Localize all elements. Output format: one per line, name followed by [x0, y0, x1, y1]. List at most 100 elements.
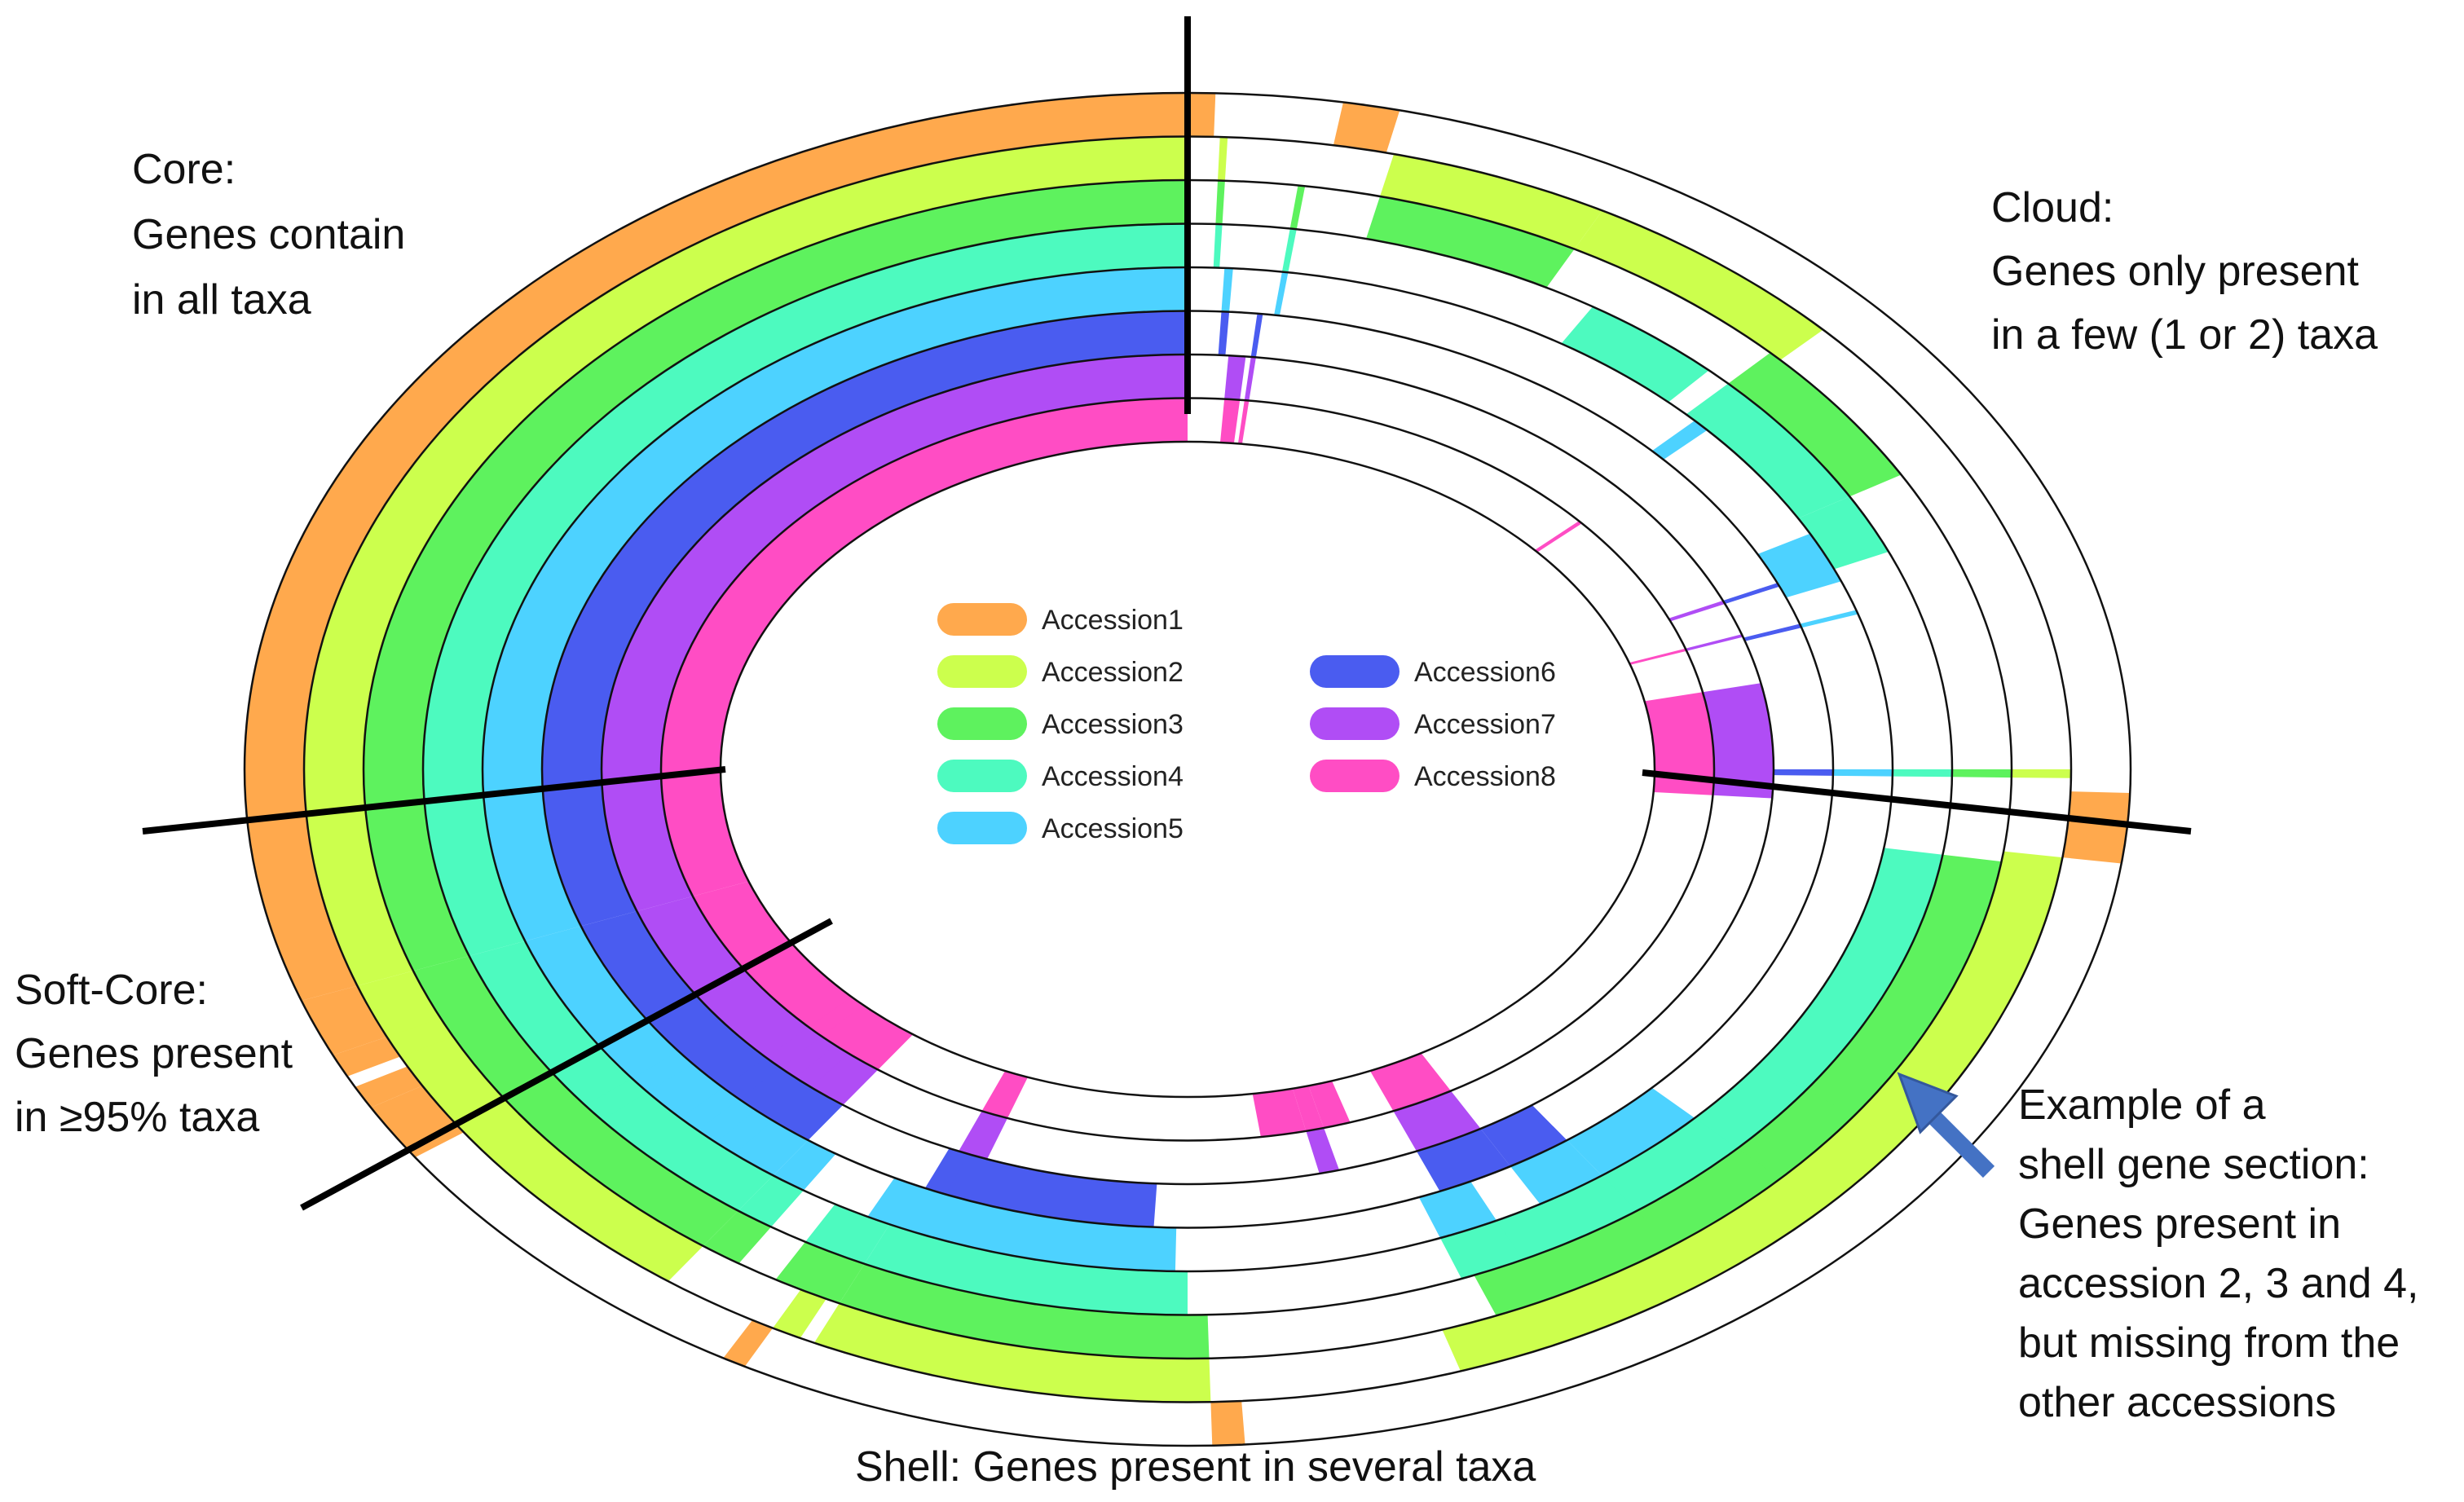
- ring-segment-accession2: [304, 769, 413, 986]
- ring-segment-accession1: [333, 1037, 401, 1077]
- ring-segment-accession4: [1798, 496, 1889, 570]
- shell-example-label-line: Example of a: [2018, 1081, 2266, 1129]
- ring-segment-accession3: [1637, 1148, 1781, 1246]
- ring-segment-accession4: [864, 1224, 1188, 1315]
- ring-segment-accession4: [1561, 306, 1709, 403]
- ring-segment-accession5: [773, 1140, 836, 1191]
- ring-segment-accession2: [1760, 314, 1823, 360]
- section-dividers: [142, 16, 2192, 1211]
- cloud-annotation: Cloud: Genes only present in a few (1 or…: [1991, 184, 2378, 359]
- ring-segment-accession3: [364, 180, 1188, 769]
- ring-segment-accession3: [1366, 196, 1575, 288]
- ring-segment-accession2: [1780, 1116, 1902, 1209]
- ring-segment-accession2: [813, 1303, 1211, 1403]
- ring-segment-accession6: [1250, 313, 1263, 358]
- ring-segment-accession8: [661, 398, 1188, 769]
- ring-segment-accession8: [661, 769, 749, 896]
- ring-segment-accession7: [1668, 601, 1726, 622]
- ring-segment-accession6: [1773, 769, 1833, 776]
- ring-segment-accession7: [1306, 1128, 1340, 1174]
- ring-segment-accession1: [371, 1086, 464, 1158]
- ring-segment-accession4: [1892, 769, 1952, 777]
- core-label-line: Core:: [132, 146, 236, 193]
- legend-label-accession4: Accession4: [1042, 761, 1184, 792]
- cloud-label-line: in a few (1 or 2) taxa: [1991, 311, 2378, 359]
- legend-label-accession6: Accession6: [1414, 657, 1556, 688]
- ring-segment-accession5: [716, 1110, 773, 1154]
- ring-segment-accession6: [1218, 311, 1230, 356]
- ring-segment-accession3: [1728, 352, 1902, 497]
- ring-segment-accession3: [1289, 185, 1306, 230]
- legend-swatch-accession6: [1310, 655, 1399, 688]
- ring-segment-accession4: [805, 1204, 890, 1264]
- ring-segment-accession5: [1510, 1140, 1602, 1205]
- ring-segment-accession4: [1440, 1220, 1523, 1279]
- legend-label-accession5: Accession5: [1042, 813, 1184, 844]
- cloud-label-line: Cloud:: [1991, 184, 2114, 231]
- ring-segment-accession7: [795, 1045, 849, 1087]
- ring-segment-accession6: [756, 1077, 811, 1121]
- ring-segment-accession4: [1686, 383, 1850, 518]
- ring-segment-accession1: [723, 1319, 774, 1367]
- ring-segment-accession7: [602, 355, 1188, 769]
- softcore-label-line: Soft-Core:: [15, 967, 208, 1014]
- legend-swatch-accession4: [937, 760, 1027, 792]
- ring-segment-accession6: [723, 1057, 781, 1099]
- ring-segment-accession6: [580, 911, 844, 1141]
- ring-segment-accession6: [1722, 583, 1780, 604]
- ring-segment-accession6: [542, 769, 637, 927]
- shell-cloud-divider: [1642, 769, 2192, 835]
- ring-segment-accession2: [2011, 769, 2071, 778]
- ring-segment-accession7: [637, 896, 879, 1105]
- ring-segment-accession7: [1224, 355, 1246, 400]
- ring-segment-accession1: [2062, 791, 2131, 864]
- shell-example-label-line: shell gene section:: [2018, 1141, 2369, 1188]
- ring-segment-accession5: [1418, 1181, 1497, 1239]
- ring-segment-accession5: [1832, 769, 1893, 777]
- ring-segment-accession8: [1644, 692, 1714, 769]
- ring-segment-accession4: [423, 223, 1188, 769]
- ring-segment-accession2: [1442, 851, 2063, 1372]
- shell-example-annotation: Example of a shell gene section: Genes p…: [2018, 1081, 2418, 1426]
- ring-segment-accession7: [1702, 683, 1774, 769]
- ring-segment-accession2: [1380, 154, 1602, 249]
- ring-segment-accession7: [959, 1111, 1008, 1160]
- legend-swatch-accession5: [937, 812, 1027, 844]
- ring-segment-accession4: [1213, 223, 1223, 268]
- ring-segment-accession8: [1369, 1053, 1451, 1112]
- ring-segment-accession2: [304, 136, 1188, 769]
- ring-segment-accession8: [1292, 1086, 1325, 1131]
- softcore-label-line: Genes present: [15, 1030, 293, 1077]
- ring-segment-accession5: [1221, 267, 1233, 312]
- legend-label-accession8: Accession8: [1414, 761, 1556, 792]
- shell-label: Shell: Genes present in several taxa: [855, 1443, 1536, 1491]
- legend-label-accession3: Accession3: [1042, 709, 1184, 740]
- core-label-line: Genes contain: [132, 211, 405, 258]
- ring-segment-accession5: [1274, 271, 1289, 316]
- legend-label-accession7: Accession7: [1414, 709, 1556, 740]
- softcore-shell-divider: [300, 918, 833, 1211]
- shell-example-label-line: accession 2, 3 and 4,: [2018, 1260, 2418, 1307]
- softcore-label-line: in ≥95% taxa: [15, 1094, 259, 1141]
- ring-segment-accession1: [1333, 102, 1400, 153]
- ring-segment-accession1: [245, 769, 358, 1001]
- ring-segment-accession1: [355, 1066, 423, 1108]
- ring-segment-accession5: [483, 267, 1188, 769]
- ring-segment-accession8: [693, 881, 914, 1070]
- shell-example-arrow: [1897, 1072, 1995, 1178]
- ring-segment-accession3: [413, 956, 738, 1246]
- ring-segment-accession5: [525, 926, 809, 1176]
- ring-segment-accession3: [1474, 854, 2002, 1316]
- ring-segment-accession4: [1602, 1117, 1738, 1211]
- legend-swatch-accession3: [937, 707, 1027, 740]
- ring-segment-accession8: [1237, 400, 1250, 444]
- legend-swatch-accession7: [1310, 707, 1399, 740]
- ring-segment-accession2: [386, 1018, 454, 1057]
- ring-segment-accession4: [738, 1175, 804, 1227]
- core-annotation: Core: Genes contain in all taxa: [132, 146, 405, 324]
- ring-segment-accession5: [483, 769, 581, 941]
- ring-segment-accession5: [867, 1178, 1177, 1271]
- ring-segment-accession3: [1951, 769, 2012, 778]
- ring-segment-accession5: [632, 1051, 694, 1092]
